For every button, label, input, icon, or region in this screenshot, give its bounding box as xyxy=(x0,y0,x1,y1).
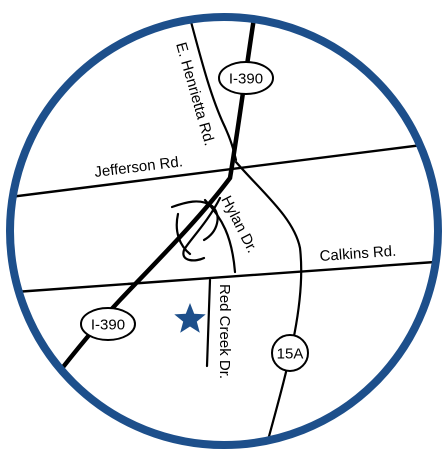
shield-15a: 15A xyxy=(271,334,309,372)
interchange-ramp xyxy=(182,196,222,262)
svg-text:I-390: I-390 xyxy=(229,71,263,88)
label-red-creek: Red Creek Dr. xyxy=(216,284,233,379)
map-border-ring xyxy=(6,13,442,449)
svg-text:I-390: I-390 xyxy=(91,317,125,334)
star-icon xyxy=(174,303,206,333)
road-calkins xyxy=(13,260,436,294)
road-red-creek xyxy=(205,278,212,368)
road-15a xyxy=(234,160,303,442)
road-jefferson xyxy=(12,142,432,199)
interchange-ramp xyxy=(170,200,219,242)
shield-i390-top: I-390 xyxy=(218,61,274,95)
label-calkins: Calkins Rd. xyxy=(319,243,397,265)
road-i390 xyxy=(27,19,257,413)
svg-text:15A: 15A xyxy=(277,346,304,363)
shield-i390-bottom: I-390 xyxy=(80,307,136,341)
